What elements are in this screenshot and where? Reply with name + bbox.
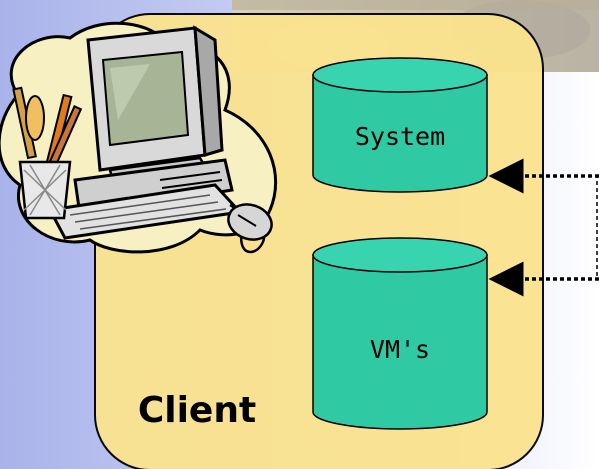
- connector-arrows: [488, 158, 599, 297]
- mouse-icon: [227, 203, 273, 241]
- disk-vms: VM's: [312, 237, 488, 430]
- pencil-cup-icon: [12, 86, 83, 220]
- disk-system: System: [312, 57, 488, 193]
- computer-clipart-icon: [0, 21, 278, 254]
- disk-system-label: System: [355, 122, 445, 151]
- client-label: Client: [138, 390, 256, 431]
- disk-vms-label: VM's: [370, 335, 430, 364]
